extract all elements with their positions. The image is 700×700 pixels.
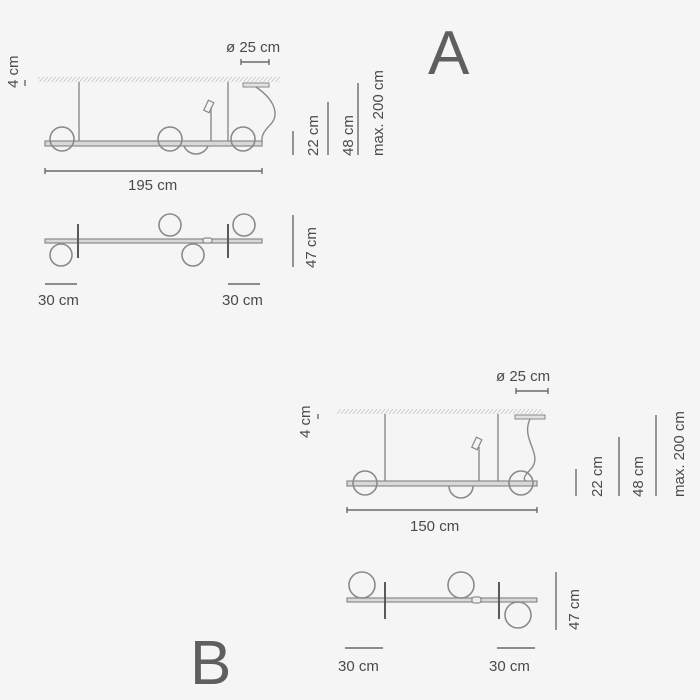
variant-a: A ø 25 cm 4 cm <box>5 19 470 309</box>
height-22-label: 22 cm <box>305 115 322 156</box>
height-22-label: 22 cm <box>589 456 606 497</box>
variant-b-side-view: ø 25 cm 4 cm 150 cm 22 cm 48 cm max. 200… <box>297 368 688 535</box>
variant-a-side-view: ø 25 cm 4 cm 195 cm <box>5 39 387 194</box>
variant-b-label: B <box>190 629 231 698</box>
length-label: 195 cm <box>128 177 177 194</box>
offset-right-label: 30 cm <box>222 292 263 309</box>
variant-a-top-view: 47 cm 30 cm 30 cm <box>38 213 320 309</box>
canopy-height-label: 4 cm <box>5 55 22 88</box>
variant-b: B ø 25 cm 4 cm 150 cm 22 cm 48 cm <box>190 368 688 698</box>
offset-left-label: 30 cm <box>338 658 379 675</box>
offset-right-label: 30 cm <box>489 658 530 675</box>
length-label: 150 cm <box>410 518 459 535</box>
depth-label: 47 cm <box>566 589 583 630</box>
height-48-label: 48 cm <box>340 115 357 156</box>
height-max-label: max. 200 cm <box>370 70 387 156</box>
offset-left-label: 30 cm <box>38 292 79 309</box>
variant-b-top-view: 47 cm 30 cm 30 cm <box>338 571 583 675</box>
light-bar <box>44 140 263 147</box>
canopy-diameter-label: ø 25 cm <box>496 368 550 385</box>
power-cable <box>255 86 276 144</box>
variant-a-label: A <box>428 19 470 88</box>
canopy-diameter-label: ø 25 cm <box>226 39 280 56</box>
canopy-height-label: 4 cm <box>297 405 314 438</box>
height-48-label: 48 cm <box>630 456 647 497</box>
canopy <box>242 82 270 88</box>
ceiling-hatch <box>38 77 280 82</box>
height-max-label: max. 200 cm <box>671 411 688 497</box>
depth-label: 47 cm <box>303 227 320 268</box>
